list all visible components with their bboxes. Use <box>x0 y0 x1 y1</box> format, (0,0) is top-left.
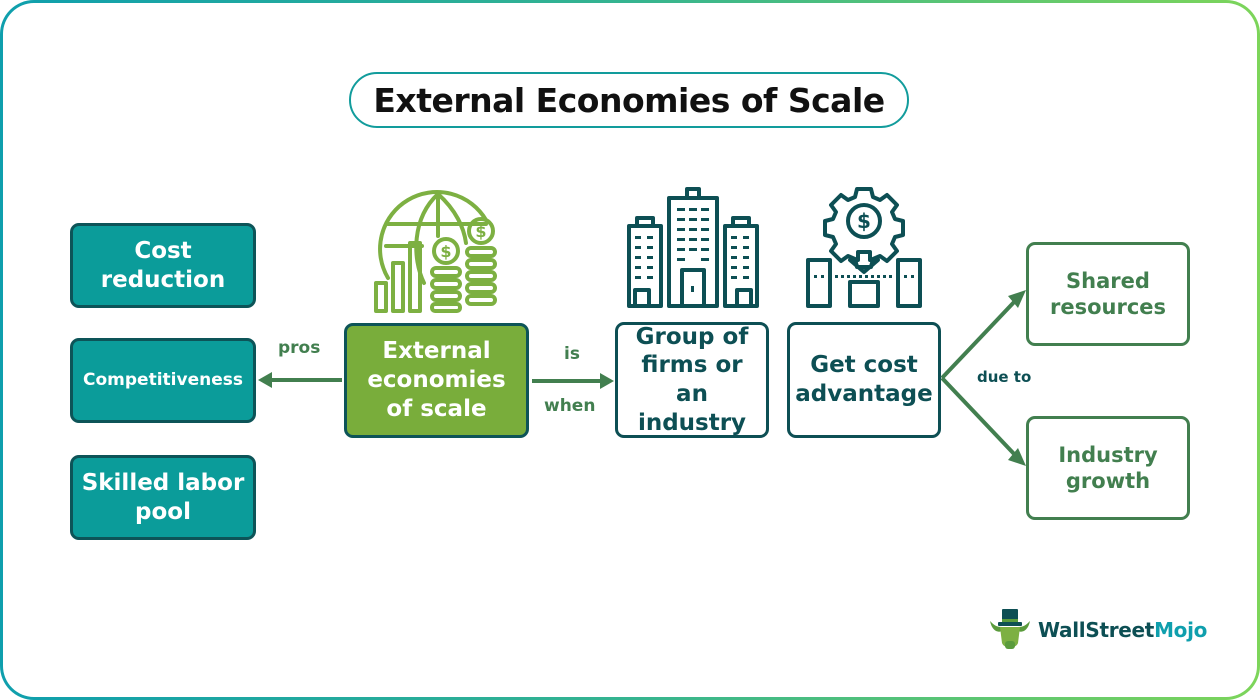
svg-text:$: $ <box>475 222 486 241</box>
cause-industry-growth: Industry growth <box>1026 416 1190 520</box>
svg-text:$: $ <box>857 209 871 233</box>
cause-label: Industry growth <box>1058 442 1158 493</box>
svg-text:$: $ <box>440 242 451 261</box>
arrow-right-icon <box>532 373 614 389</box>
is-connector-label: is <box>564 344 580 364</box>
globe-chart-coins-icon: $ $ <box>374 190 497 313</box>
cause-label: Shared resources <box>1049 268 1167 319</box>
pros-item-label: Competitiveness <box>83 369 243 390</box>
gear-dollar-cost-icon: $ <box>806 187 922 308</box>
group-of-firms-box: Group of firms or an industry <box>615 322 769 438</box>
brand-name-part2: Mojo <box>1154 618 1208 642</box>
pros-connector-label: pros <box>278 338 321 358</box>
cause-shared-resources: Shared resources <box>1026 242 1190 346</box>
pros-item-skilled-labor: Skilled labor pool <box>70 455 256 540</box>
arrow-left-icon <box>258 372 342 388</box>
page-title: External Economies of Scale <box>349 72 909 128</box>
due-to-connector-label: due to <box>977 368 1032 386</box>
center-concept-box: External economies of scale <box>344 323 529 438</box>
when-connector-label: when <box>544 396 596 416</box>
branch-arrows-icon <box>940 290 1026 466</box>
cost-advantage-label: Get cost advantage <box>795 352 933 407</box>
pros-item-cost-reduction: Cost reduction <box>70 223 256 308</box>
buildings-icon <box>627 187 759 308</box>
pros-item-competitiveness: Competitiveness <box>70 338 256 423</box>
brand-name-part1: WallStreet <box>1038 618 1155 642</box>
group-of-firms-label: Group of firms or an industry <box>635 323 749 436</box>
center-concept-label: External economies of scale <box>367 338 506 422</box>
bull-tophat-logo-icon <box>990 609 1030 649</box>
cost-advantage-box: Get cost advantage <box>787 322 941 438</box>
pros-item-label: Skilled labor pool <box>81 469 245 525</box>
pros-item-label: Cost reduction <box>100 237 226 293</box>
